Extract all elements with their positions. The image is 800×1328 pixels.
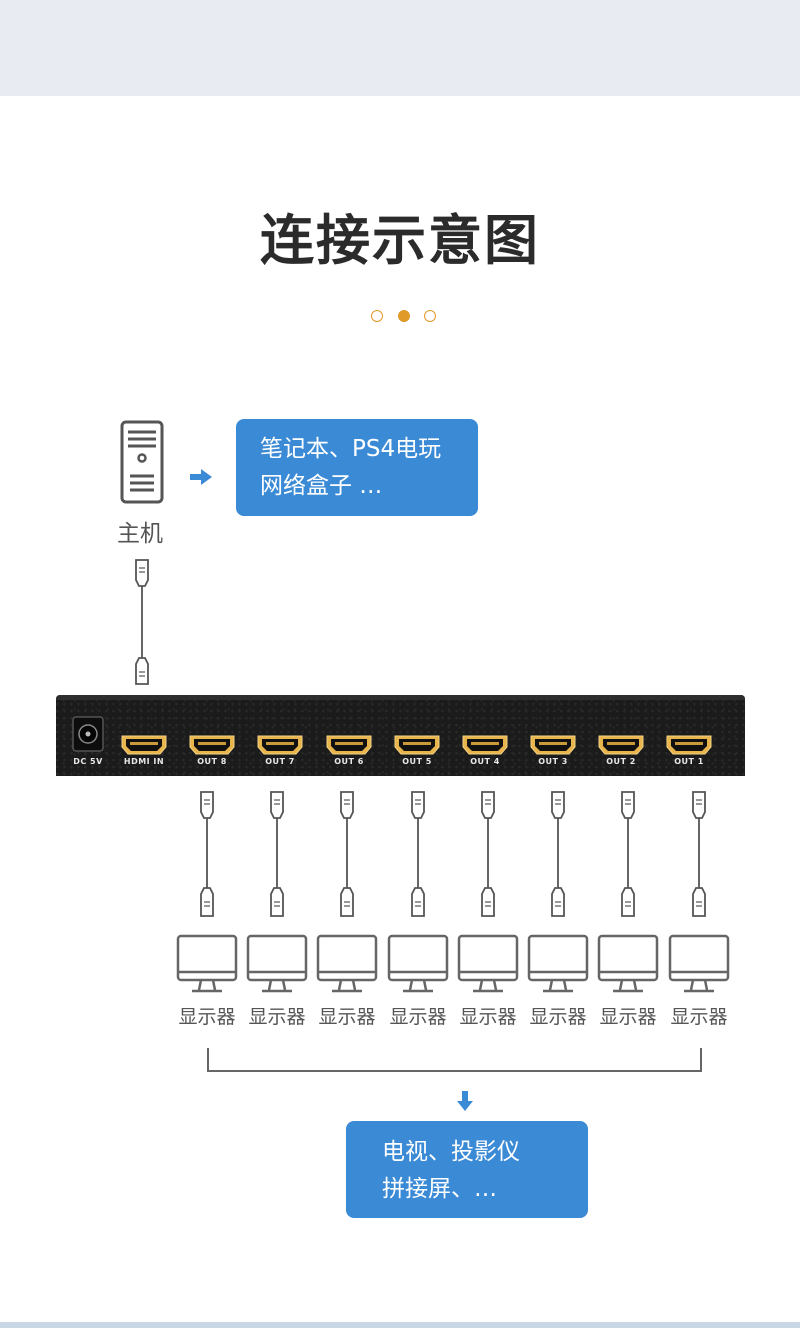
port-label-out-8: OUT 8: [197, 757, 227, 766]
hdmi-output-cable: [481, 791, 495, 917]
hdmi-port-out-8: [189, 735, 235, 755]
port-label-out-7: OUT 7: [265, 757, 295, 766]
display-targets-box: 电视、投影仪 拼接屏、…: [346, 1121, 588, 1218]
arrow-right-icon: [190, 469, 212, 485]
monitor-icon: [457, 934, 519, 993]
display-targets-line-1: 电视、投影仪: [382, 1139, 520, 1165]
monitor-icon: [176, 934, 238, 993]
source-devices-box: 笔记本、PS4电玩 网络盒子 …: [236, 419, 478, 516]
hdmi-port-out-4: [462, 735, 508, 755]
monitor-icon: [316, 934, 378, 993]
monitor-label: 显示器: [599, 1006, 657, 1028]
dot-indicator-3: [424, 310, 436, 322]
dot-indicator-1: [371, 310, 383, 322]
port-label-hdmi-in: HDMI IN: [123, 757, 165, 766]
monitor-icon: [668, 934, 730, 993]
monitor-label: 显示器: [459, 1006, 517, 1028]
hdmi-port-out-2: [598, 735, 644, 755]
hdmi-port-out-5: [394, 735, 440, 755]
monitor-label: 显示器: [389, 1006, 447, 1028]
monitor-label: 显示器: [670, 1006, 728, 1028]
hdmi-output-cable: [200, 791, 214, 917]
host-label: 主机: [117, 521, 163, 547]
source-devices-line-1: 笔记本、PS4电玩: [260, 436, 442, 462]
monitor-icon: [527, 934, 589, 993]
hdmi-output-cable: [411, 791, 425, 917]
pc-tower-icon: [120, 420, 164, 504]
top-banner: [0, 0, 800, 96]
port-label-out-1: OUT 1: [674, 757, 704, 766]
hdmi-output-cable: [551, 791, 565, 917]
hdmi-port-out-3: [530, 735, 576, 755]
port-label-out-2: OUT 2: [606, 757, 636, 766]
monitor-label: 显示器: [529, 1006, 587, 1028]
displays-bracket: [207, 1048, 702, 1072]
dc-power-jack-icon: [72, 716, 104, 752]
source-devices-line-2: 网络盒子 …: [260, 473, 383, 499]
page-title: 连接示意图: [260, 209, 540, 272]
monitor-label: 显示器: [178, 1006, 236, 1028]
hdmi-port-out-1: [666, 735, 712, 755]
arrow-down-icon: [457, 1091, 473, 1111]
hdmi-output-cable: [621, 791, 635, 917]
hdmi-input-cable: [135, 559, 149, 685]
monitor-icon: [387, 934, 449, 993]
hdmi-port-out-7: [257, 735, 303, 755]
port-label-out-3: OUT 3: [538, 757, 568, 766]
monitor-label: 显示器: [318, 1006, 376, 1028]
monitor-icon: [246, 934, 308, 993]
port-label-out-5: OUT 5: [402, 757, 432, 766]
port-label-out-6: OUT 6: [334, 757, 364, 766]
hdmi-port-hdmi-in: [121, 735, 167, 755]
port-label-out-4: OUT 4: [470, 757, 500, 766]
hdmi-output-cable: [692, 791, 706, 917]
hdmi-output-cable: [270, 791, 284, 917]
bottom-band: [0, 1322, 800, 1328]
monitor-label: 显示器: [248, 1006, 306, 1028]
hdmi-output-cable: [340, 791, 354, 917]
dot-indicator-2: [398, 310, 410, 322]
port-label-dc-5v: DC 5V: [73, 757, 103, 766]
hdmi-port-out-6: [326, 735, 372, 755]
monitor-icon: [597, 934, 659, 993]
display-targets-line-2: 拼接屏、…: [382, 1176, 497, 1202]
